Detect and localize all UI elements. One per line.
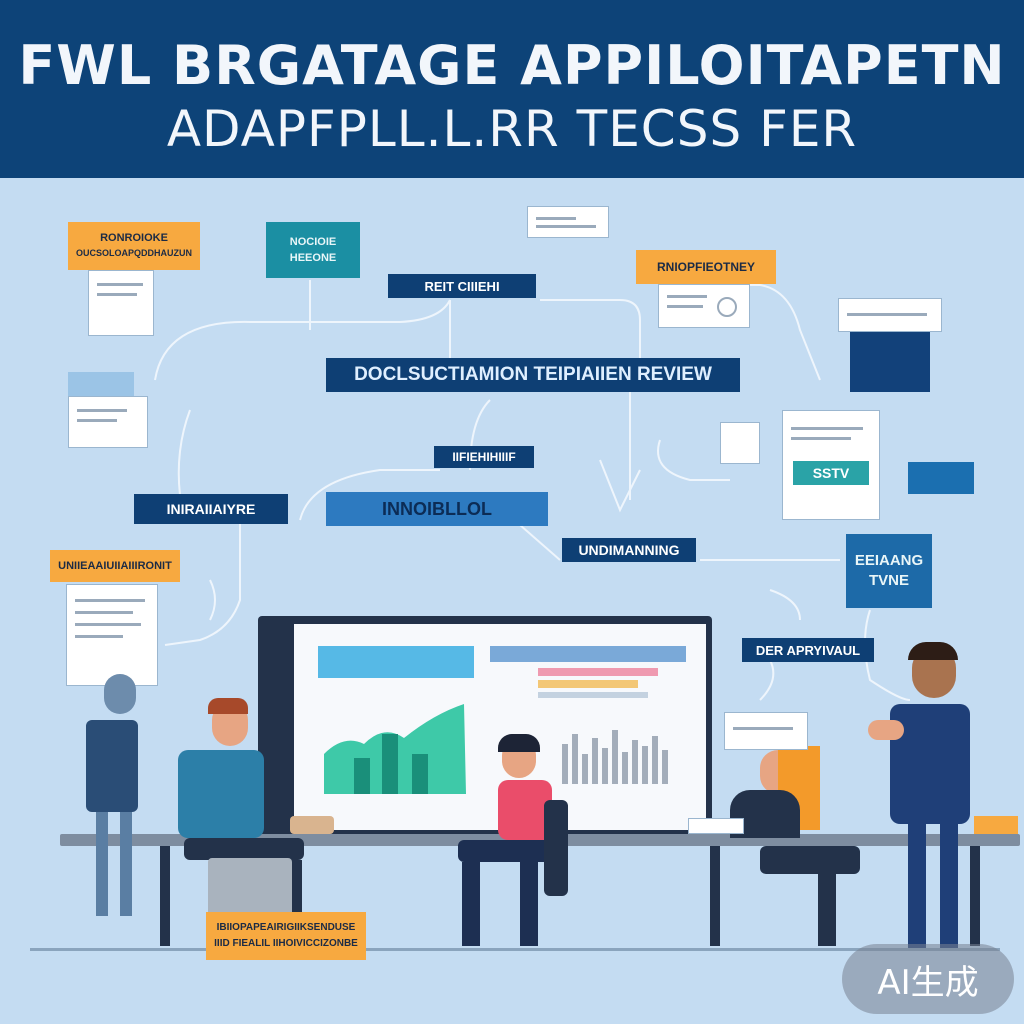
document-icon (88, 270, 154, 336)
small-doc-right (720, 422, 760, 464)
bottom-note: IBIIOPAPEAIRIGIIKSENDUSE IIID FIEALIL II… (206, 912, 366, 960)
left-orange-tag: UNIIEAAIUIIAIIIRONIT (50, 550, 180, 582)
screen-row-3 (538, 692, 648, 698)
chart-icon (324, 704, 466, 794)
right-blue-block (908, 462, 974, 494)
mid-small-label: IIFIEHIHIIIF (434, 446, 534, 468)
bar-chart-icon (562, 730, 668, 784)
center-top-label: REIT CIIIEHI (388, 274, 536, 298)
center-mid-label: INNOIBLLOL (326, 492, 548, 526)
report-document (658, 284, 750, 328)
main-banner: DOCLSUCTIAMION TEIPIAIIEN REVIEW (326, 358, 740, 392)
tv-badge: SSTV (793, 461, 869, 485)
folder-icon (850, 332, 930, 392)
top-left-tag: RONROIOKE OUCSOLOAPQDDHAUZUN (68, 222, 200, 270)
right-card-line-1: EEIAANG (854, 552, 924, 569)
teal-card-line-1: NOCIOIE (289, 236, 337, 248)
left-mid-label: INIRAIIAIYRE (134, 494, 288, 524)
desk-leg-left (160, 846, 170, 946)
screen-top-bar (490, 646, 686, 662)
orange-right-tag: RNIOPFIEOTNEY (636, 250, 776, 284)
teal-card-line-2: HEEONE (289, 252, 337, 264)
right-card-line-2: TVNE (868, 572, 909, 589)
tv-document: SSTV (782, 410, 880, 520)
left-document (68, 396, 148, 448)
ai-generated-badge: AI生成 (842, 944, 1014, 1014)
chair-icon (544, 800, 568, 896)
note-card (527, 206, 609, 238)
top-left-tag-sub: OUCSOLOAPQDDHAUZUN (76, 248, 192, 258)
desk-leg-middle (710, 846, 720, 946)
top-left-tag-title: RONROIOKE (100, 232, 168, 244)
desk-item-left (290, 816, 334, 834)
desk-item-right (974, 816, 1018, 834)
title-line-1: FWL BRGATAGE APPILOITAPETN (18, 34, 1006, 97)
right-card: EEIAANG TVNE (846, 534, 932, 608)
desk-leg-right (970, 846, 980, 946)
floor-line (30, 948, 1000, 951)
screen-header-bar (318, 646, 474, 678)
desk-note (724, 712, 808, 750)
screen-row-1 (538, 668, 658, 676)
keyboard (688, 818, 744, 834)
left-report (66, 584, 158, 686)
title-line-2: ADAPFPLL.L.RR TECSS FER (166, 100, 858, 158)
teal-card: NOCIOIE HEEONE (266, 222, 360, 278)
header-banner: FWL BRGATAGE APPILOITAPETN ADAPFPLL.L.RR… (0, 0, 1024, 178)
approval-label: DER APRYIVAUL (742, 638, 874, 662)
under-banner-label: UNDIMANNING (562, 538, 696, 562)
chair-icon (208, 858, 292, 916)
bottom-note-line-2: IIID FIEALIL IIHOIVICCIZONBE (214, 938, 358, 949)
screen-row-2 (538, 680, 638, 688)
right-header-card (838, 298, 942, 332)
bottom-note-line-1: IBIIOPAPEAIRIGIIKSENDUSE (216, 922, 356, 933)
